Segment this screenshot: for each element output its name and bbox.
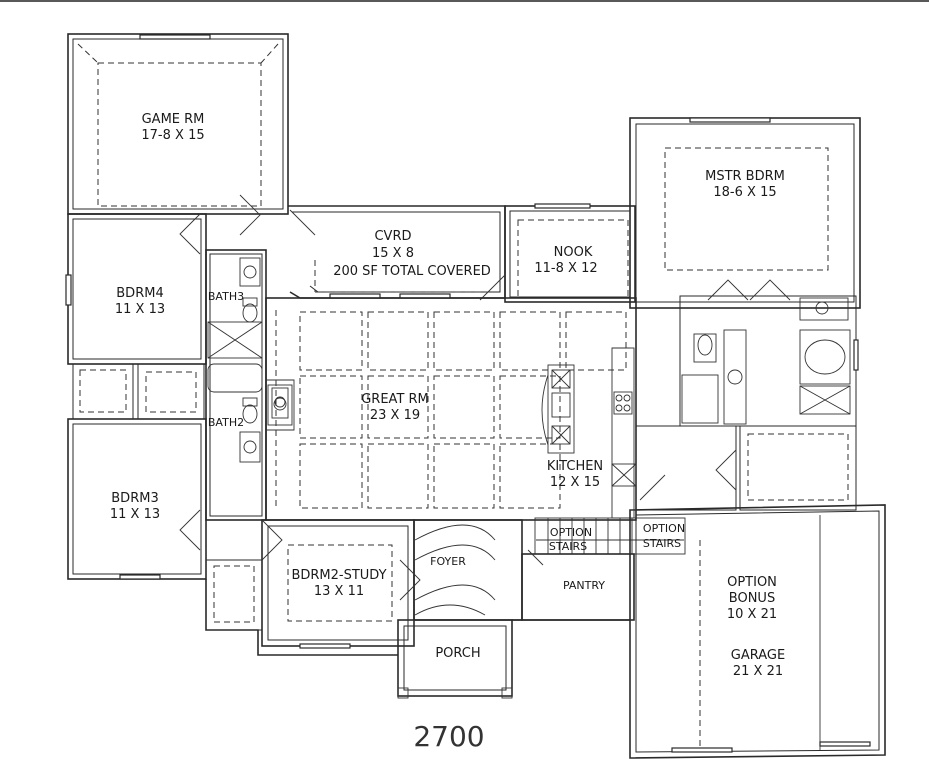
bdrm4-name: BDRM4 xyxy=(116,286,163,301)
kitchen-dim: 12 X 15 xyxy=(550,475,600,490)
mstr-bdrm-name: MSTR BDRM xyxy=(705,169,785,184)
cvrd-dim: 15 X 8 xyxy=(372,246,414,261)
porch xyxy=(397,619,513,699)
option-bonus-dim: 10 X 21 xyxy=(727,607,777,622)
nook-name: NOOK xyxy=(554,245,593,260)
pantry-name: PANTRY xyxy=(563,579,605,592)
closets-left xyxy=(72,363,205,420)
plan-number: 2700 xyxy=(413,720,484,753)
mstr-bdrm-dim: 18-6 X 15 xyxy=(713,185,776,200)
kitchen xyxy=(541,347,637,519)
cvrd-note: 200 SF TOTAL COVERED xyxy=(333,264,491,279)
foyer-name: FOYER xyxy=(430,555,466,568)
bdrm2-study-dim: 13 X 11 xyxy=(314,584,364,599)
master-closets xyxy=(635,425,857,511)
option-stairs xyxy=(534,517,686,555)
nook-dim: 11-8 X 12 xyxy=(534,261,597,276)
game-rm-dim: 17-8 X 15 xyxy=(141,128,204,143)
bath3-name: BATH3 xyxy=(208,290,244,303)
porch-name: PORCH xyxy=(435,646,480,661)
option-stairs-right-line1: OPTION xyxy=(643,522,685,535)
game-rm-name: GAME RM xyxy=(142,112,205,127)
great-rm-name: GREAT RM xyxy=(361,392,429,407)
garage-dim: 21 X 21 xyxy=(733,664,783,679)
option-bonus-line2: BONUS xyxy=(729,591,775,606)
bath2-name: BATH2 xyxy=(208,416,244,429)
garage-name: GARAGE xyxy=(731,648,785,663)
cvrd-name: CVRD xyxy=(374,229,411,244)
outer-walls xyxy=(205,579,630,656)
option-stairs-left-line1: OPTION xyxy=(550,526,592,539)
bdrm4-dim: 11 X 13 xyxy=(115,302,165,317)
great-rm-dim: 23 X 19 xyxy=(370,408,420,423)
bdrm4-room xyxy=(65,194,261,365)
kitchen-name: KITCHEN xyxy=(547,459,603,474)
bdrm3-name: BDRM3 xyxy=(111,491,158,506)
foyer xyxy=(399,519,523,621)
master-bedroom xyxy=(629,117,861,309)
option-stairs-right-line2: STAIRS xyxy=(643,537,681,550)
option-stairs-left-line2: STAIRS xyxy=(549,540,587,553)
bdrm2-study-name: BDRM2-STUDY xyxy=(291,568,386,583)
closet-bdrm3 xyxy=(205,559,263,631)
bdrm3-dim: 11 X 13 xyxy=(110,507,160,522)
option-bonus-line1: OPTION xyxy=(727,575,777,590)
garage xyxy=(629,504,886,759)
